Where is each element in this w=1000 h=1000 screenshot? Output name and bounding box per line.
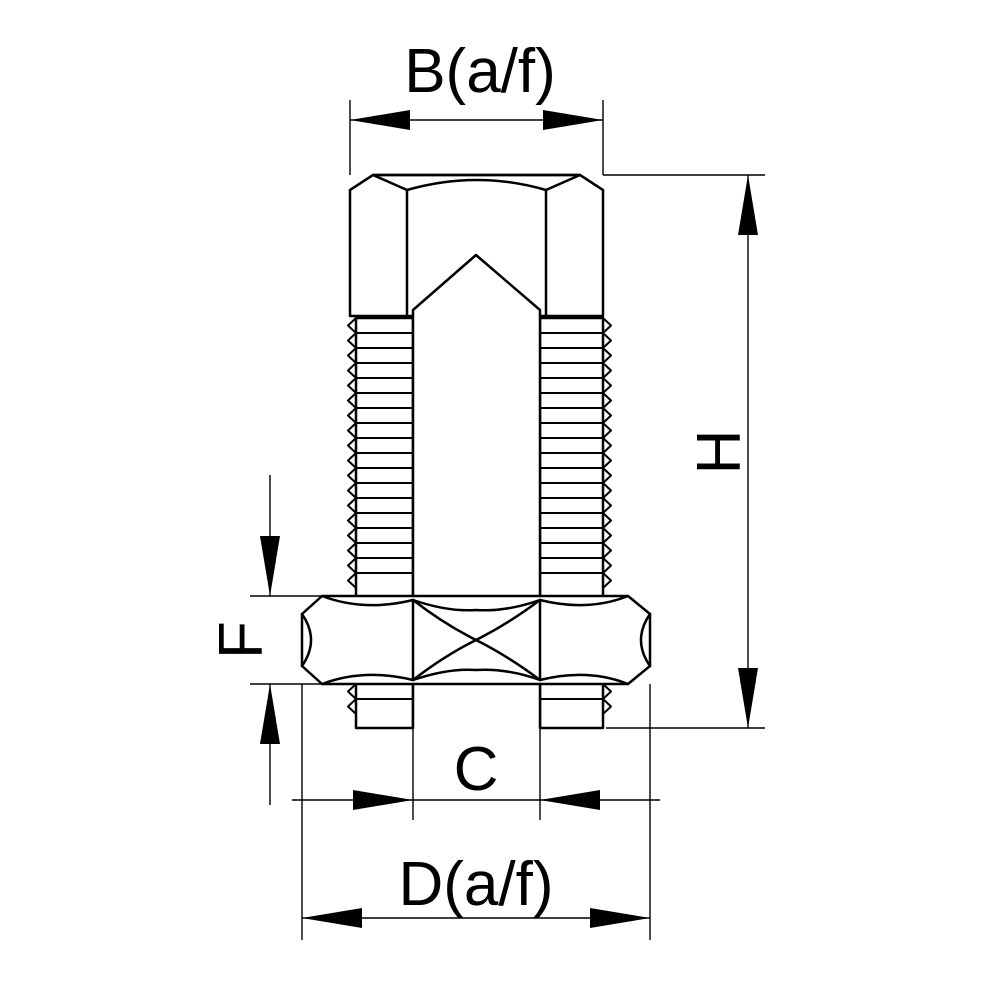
- arrowhead-b-right: [543, 110, 603, 130]
- extension-lines: [250, 100, 765, 940]
- dimension-label-h: H: [685, 430, 754, 475]
- arrowhead-c-left: [353, 790, 413, 810]
- arrowhead-b-left: [350, 110, 410, 130]
- arrowhead-h-top: [738, 175, 758, 235]
- thread-serration: [540, 317, 612, 589]
- dimension-f: F: [207, 475, 280, 805]
- arrowhead-f-bottom: [260, 684, 280, 744]
- dimension-label-b: B(a/f): [404, 37, 556, 106]
- hex-nut: [300, 594, 652, 686]
- dimension-label-d: D(a/f): [399, 850, 554, 919]
- dimension-label-c: C: [454, 735, 499, 804]
- arrowhead-f-top: [260, 536, 280, 596]
- arrowhead-c-right: [540, 790, 600, 810]
- dimension-c: C: [292, 735, 660, 810]
- arrowhead-h-bottom: [738, 668, 758, 728]
- dimension-b: B(a/f): [350, 37, 603, 130]
- dimension-label-f: F: [207, 621, 276, 659]
- bolt-hex-head: [348, 173, 605, 318]
- dimension-h: H: [685, 175, 758, 728]
- thread-serration: [347, 317, 413, 589]
- arrowhead-d-left: [302, 908, 362, 928]
- dimension-d: D(a/f): [302, 850, 650, 928]
- arrowhead-d-right: [590, 908, 650, 928]
